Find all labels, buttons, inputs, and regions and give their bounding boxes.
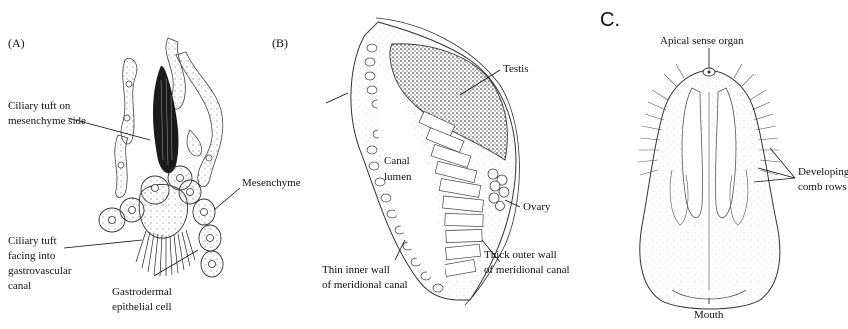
label-ciliary-tuft-canal-2: facing into bbox=[8, 250, 56, 262]
label-ciliary-tuft-mesenchyme-2: mesenchyme side bbox=[8, 115, 86, 127]
label-thick-wall-1: Thick outer wall bbox=[484, 249, 557, 261]
label-comb-rows-1: Developing bbox=[798, 166, 848, 178]
label-canal-lumen-1: Canal bbox=[384, 155, 410, 167]
label-gastrodermal-1: Gastrodermal bbox=[112, 286, 172, 298]
label-ciliary-tuft-canal-3: gastrovascular bbox=[8, 265, 72, 277]
larva-body bbox=[640, 70, 780, 309]
label-ciliary-tuft-canal-1: Ciliary tuft bbox=[8, 235, 57, 247]
label-ovary: Ovary bbox=[523, 201, 551, 213]
label-thin-wall-2: of meridional canal bbox=[322, 279, 408, 291]
panel-c-letter: C. bbox=[600, 9, 620, 31]
label-mouth: Mouth bbox=[694, 309, 724, 321]
label-mesenchyme: Mesenchyme bbox=[242, 177, 301, 189]
panel-c: C. bbox=[600, 9, 848, 321]
label-comb-rows-2: comb rows bbox=[798, 181, 847, 193]
panel-b-letter: (B) bbox=[272, 36, 288, 50]
label-apical-sense-organ: Apical sense organ bbox=[660, 35, 744, 47]
label-thin-wall-1: Thin inner wall bbox=[322, 264, 390, 276]
label-ciliary-tuft-canal-4: canal bbox=[8, 280, 31, 292]
label-canal-lumen-2: lumen bbox=[384, 171, 412, 183]
label-testis: Testis bbox=[503, 63, 529, 75]
panel-a: (A) bbox=[8, 36, 301, 313]
apical-sense-organ bbox=[703, 68, 715, 76]
label-gastrodermal-2: epithelial cell bbox=[112, 301, 172, 313]
label-thick-wall-2: of meridional canal bbox=[484, 264, 570, 276]
panel-b: (B) bbox=[272, 18, 570, 305]
label-ciliary-tuft-mesenchyme-1: Ciliary tuft on bbox=[8, 100, 71, 112]
panel-a-letter: (A) bbox=[8, 36, 25, 50]
